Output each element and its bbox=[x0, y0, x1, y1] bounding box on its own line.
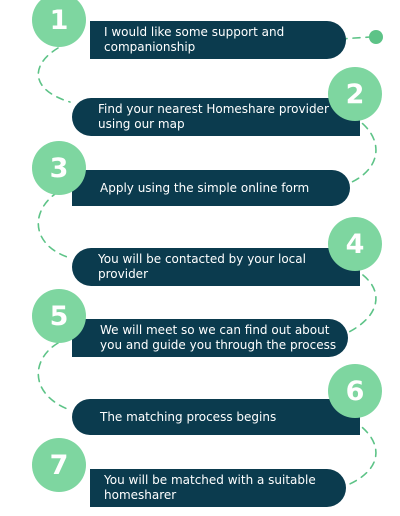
step-7-text: You will be matched with a suitable home… bbox=[104, 473, 316, 502]
step-5-pill: We will meet so we can find out about yo… bbox=[72, 319, 348, 357]
step-1-text: I would like some support and companions… bbox=[104, 25, 285, 54]
step-4-badge: 4 bbox=[328, 217, 382, 271]
step-3-text: Apply using the simple online form bbox=[100, 180, 310, 195]
step-1-number: 1 bbox=[49, 4, 69, 36]
step-3-badge: 3 bbox=[32, 141, 86, 195]
step-5-badge: 5 bbox=[32, 289, 86, 343]
step-4-text: You will be contacted by your local prov… bbox=[98, 252, 306, 281]
step-1-badge: 1 bbox=[32, 0, 86, 47]
step-4-number: 4 bbox=[345, 228, 365, 260]
step-7-number: 7 bbox=[49, 449, 69, 481]
end-dot bbox=[369, 30, 383, 44]
step-7-pill: You will be matched with a suitable home… bbox=[90, 469, 346, 507]
step-6-badge: 6 bbox=[328, 364, 382, 418]
step-1-pill: I would like some support and companions… bbox=[90, 21, 346, 59]
step-5-number: 5 bbox=[49, 300, 69, 332]
step-2-number: 2 bbox=[345, 78, 365, 110]
step-4-pill: You will be contacted by your local prov… bbox=[72, 248, 360, 286]
step-6-pill: The matching process begins bbox=[72, 399, 360, 435]
step-2-badge: 2 bbox=[328, 67, 382, 121]
step-2-text: Find your nearest Homeshare provider usi… bbox=[98, 102, 329, 131]
step-3-number: 3 bbox=[49, 152, 69, 184]
step-5-text: We will meet so we can find out about yo… bbox=[100, 323, 337, 352]
step-6-number: 6 bbox=[345, 375, 365, 407]
step-6-text: The matching process begins bbox=[100, 409, 277, 424]
step-7-badge: 7 bbox=[32, 438, 86, 492]
step-2-pill: Find your nearest Homeshare provider usi… bbox=[72, 98, 360, 136]
step-3-pill: Apply using the simple online form bbox=[72, 170, 350, 206]
